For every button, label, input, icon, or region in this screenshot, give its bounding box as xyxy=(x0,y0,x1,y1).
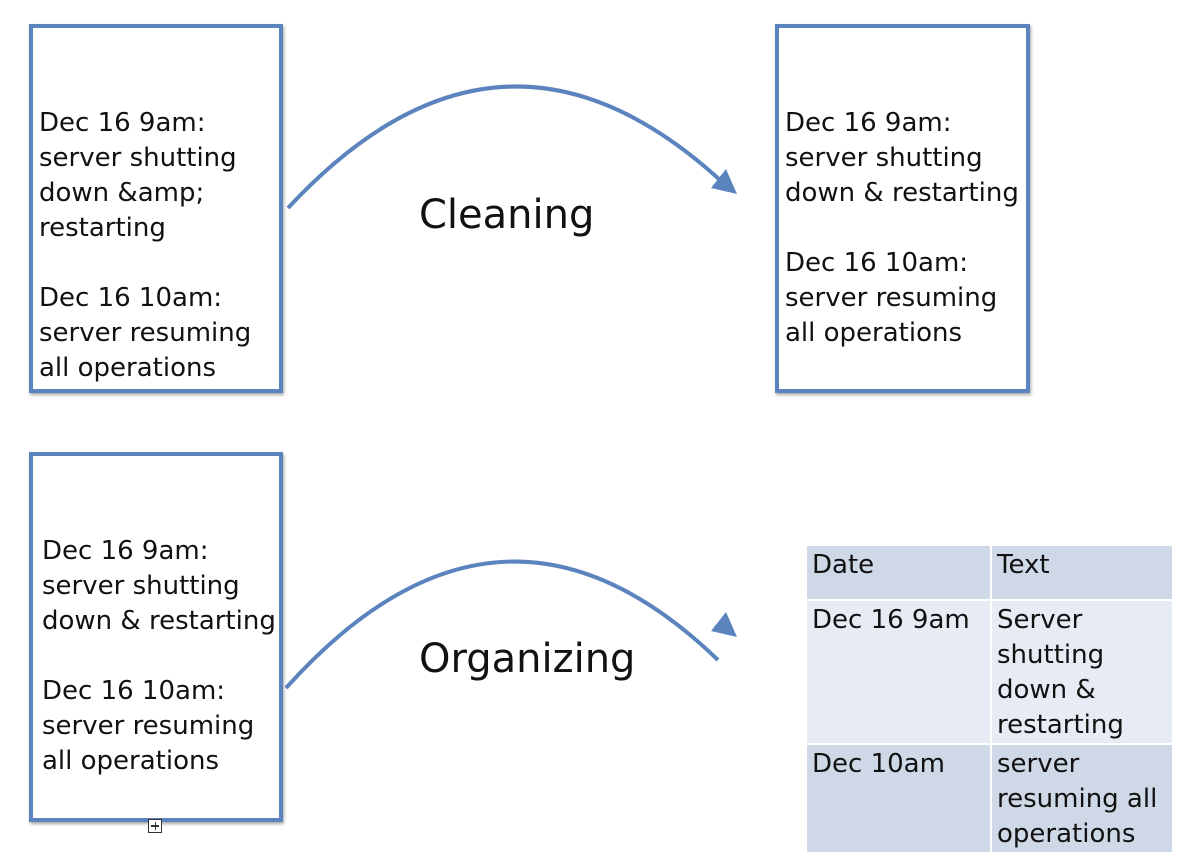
cleaning-arrowhead xyxy=(711,169,737,194)
organizing-label: Organizing xyxy=(419,636,636,682)
cleaned-text: Dec 16 9am: server shutting down & resta… xyxy=(785,108,1019,348)
raw-text-box: Dec 16 9am: server shutting down &amp; r… xyxy=(29,24,283,393)
raw-text: Dec 16 9am: server shutting down &amp; r… xyxy=(39,108,252,383)
table-header-row: Date Text xyxy=(805,544,1174,601)
table-cell-date: Dec 10am xyxy=(805,743,992,854)
organizing-arrow xyxy=(284,559,720,690)
cleaning-arrow xyxy=(286,84,722,210)
table-header-date: Date xyxy=(805,544,992,601)
cleaning-label: Cleaning xyxy=(419,192,595,238)
organizing-arrowhead xyxy=(711,612,737,637)
table-header-text: Text xyxy=(990,544,1174,601)
organized-table: Date Text Dec 16 9am Server shutting dow… xyxy=(805,544,1174,854)
organize-input-box: Dec 16 9am: server shutting down & resta… xyxy=(29,452,283,822)
table-row: Dec 10am server resuming all operations xyxy=(805,743,1174,854)
cleaned-text-box: Dec 16 9am: server shutting down & resta… xyxy=(775,24,1030,393)
add-note-icon[interactable] xyxy=(148,819,162,833)
table-cell-date: Dec 16 9am xyxy=(805,599,992,745)
table-row: Dec 16 9am Server shutting down & restar… xyxy=(805,599,1174,745)
table-cell-text: Server shutting down & restarting xyxy=(990,599,1174,745)
organize-input-text: Dec 16 9am: server shutting down & resta… xyxy=(42,536,276,776)
table-cell-text: server resuming all operations xyxy=(990,743,1174,854)
